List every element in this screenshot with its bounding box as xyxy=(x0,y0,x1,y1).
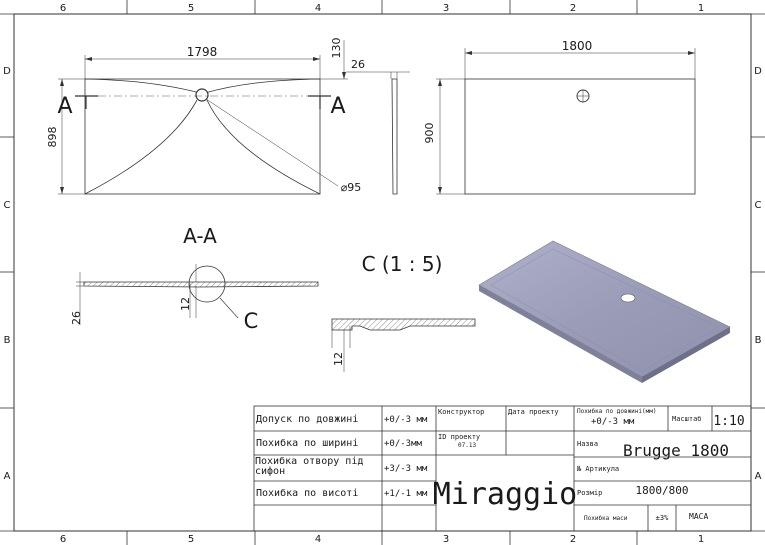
project-id-label: ID проекту xyxy=(438,433,480,441)
tolerance-value: +0/-3 мм xyxy=(384,415,428,425)
detail-profile xyxy=(331,318,476,331)
mass-tolerance-label: Похибка маси xyxy=(584,515,628,522)
section-thickness-label: 26 xyxy=(70,311,83,325)
project-id-value: 07.13 xyxy=(458,442,476,449)
detail-title: C (1 : 5) xyxy=(362,252,443,276)
frame-col-label: 5 xyxy=(188,3,194,14)
scale-value: 1:10 xyxy=(713,414,744,429)
section-view xyxy=(76,264,319,325)
dimension-width-label: 1800 xyxy=(562,39,593,53)
name-label: Назва xyxy=(577,440,598,448)
tolerance-label: Похибка отвору під сифон xyxy=(255,456,364,477)
frame-col-label: 6 xyxy=(60,534,66,545)
drain-diameter-label: ⌀95 xyxy=(341,181,362,194)
frame-col-label: 1 xyxy=(698,3,704,14)
date-label: Дата проекту xyxy=(508,408,559,416)
slope-line xyxy=(84,78,201,94)
leader-line xyxy=(205,98,339,187)
frame-row-label: D xyxy=(754,66,762,77)
dimension-height-label: 900 xyxy=(423,123,436,144)
frame-col-label: 3 xyxy=(443,3,449,14)
frame-col-label: 2 xyxy=(570,534,576,545)
underside-view xyxy=(436,48,696,195)
frame-col-label: 3 xyxy=(443,534,449,545)
tray-front-edge xyxy=(479,285,642,383)
frame-row-label: B xyxy=(755,335,762,346)
dimension-drain-offset-label: 130 xyxy=(330,38,343,59)
dimension-width-label: 1798 xyxy=(187,45,218,59)
slope-line xyxy=(204,78,321,94)
frame-col-label: 4 xyxy=(315,534,321,545)
frame-col-label: 4 xyxy=(315,3,321,14)
detail-depth-label: 12 xyxy=(332,352,345,366)
scale-label: Масштаб xyxy=(672,415,702,423)
length-tolerance-value: +0/-3 мм xyxy=(591,417,635,427)
drain-hole xyxy=(195,88,209,102)
frame-col-label: 2 xyxy=(570,3,576,14)
frame-row-label: B xyxy=(4,335,11,346)
detail-callout-label: C xyxy=(244,309,259,333)
tolerance-value: +1/-1 мм xyxy=(384,489,428,499)
drain-hole xyxy=(620,293,636,303)
tray-outline xyxy=(464,78,696,195)
dimension-thickness-label: 26 xyxy=(351,58,365,71)
frame-col-label: 6 xyxy=(60,3,66,14)
tolerance-label: Похибка по висоті xyxy=(256,487,358,499)
tray-edge-profile xyxy=(391,78,398,195)
side-profile-view xyxy=(391,78,398,195)
section-depth-label: 12 xyxy=(179,297,192,311)
tray-outline xyxy=(84,78,321,195)
slope-line xyxy=(84,99,198,195)
frame-row-labels: D C B A D C B A xyxy=(3,66,762,482)
tolerance-value: +3/-3 мм xyxy=(384,464,428,474)
frame-row-label: D xyxy=(3,66,11,77)
section-title: A-A xyxy=(183,224,217,248)
tolerance-label: Похибка по ширині xyxy=(256,437,358,449)
mass-label: МАСА xyxy=(689,512,708,521)
section-profile xyxy=(83,281,319,288)
section-mark-left: A xyxy=(57,94,72,119)
detail-view xyxy=(331,318,476,372)
title-block xyxy=(253,405,752,532)
frame-row-label: C xyxy=(755,200,762,211)
frame-col-label: 1 xyxy=(698,534,704,545)
tray-side-edge xyxy=(642,327,730,383)
tray-3d-render xyxy=(478,240,731,383)
brand-logo: Miraggio xyxy=(433,477,578,512)
mass-tolerance-value: ±3% xyxy=(656,514,669,522)
section-mark-right: A xyxy=(330,94,345,119)
length-tolerance-label: Похибка по довжині(мм) xyxy=(577,408,656,415)
tolerance-label: Допуск по довжині xyxy=(256,413,358,425)
frame-col-label: 5 xyxy=(188,534,194,545)
tolerance-label-wrap: Похибка отвору під сифон xyxy=(255,456,364,477)
frame-column-labels: 6 5 4 3 2 1 6 5 4 3 2 1 xyxy=(60,3,704,545)
designer-label: Конструктор xyxy=(438,408,484,416)
article-label: № Артикула xyxy=(576,465,619,473)
frame-row-label: A xyxy=(4,471,11,482)
frame-row-label: C xyxy=(4,200,11,211)
frame-row-label: A xyxy=(755,471,762,482)
top-view xyxy=(58,40,410,195)
detail-circle xyxy=(188,265,226,303)
size-value: 1800/800 xyxy=(636,484,689,497)
slope-line xyxy=(206,99,321,195)
dimension-height-label: 898 xyxy=(46,127,59,148)
tolerance-value: +0/-3мм xyxy=(384,439,423,449)
size-label: Розмір xyxy=(577,489,602,497)
product-name: Brugge 1800 xyxy=(623,441,729,460)
